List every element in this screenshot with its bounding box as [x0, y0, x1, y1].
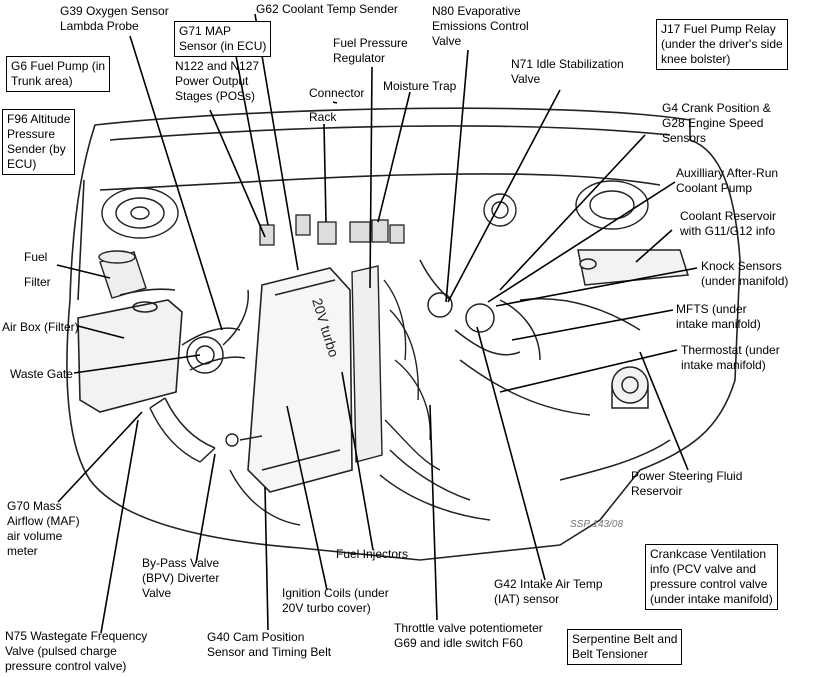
label-g71-map-sensor: G71 MAP Sensor (in ECU) — [174, 21, 272, 57]
lower-hoses-drawing — [379, 439, 671, 521]
label-g42-iat-sensor: G42 Intake Air Temp (IAT) sensor — [494, 577, 603, 606]
fuel-rail-drawing — [259, 214, 405, 246]
ps-reservoir-drawing — [611, 366, 649, 409]
label-moisture-trap: Moisture Trap — [383, 79, 457, 93]
label-fuel-pressure-regulator: Fuel Pressure Regulator — [333, 36, 408, 65]
label-f96-altitude-sender: F96 Altitude Pressure Sender (by ECU) — [2, 109, 76, 175]
label-bpv-diverter-valve: By-Pass Valve (BPV) Diverter Valve — [142, 556, 220, 600]
label-waste-gate: Waste Gate — [10, 367, 73, 381]
label-serpentine-belt: Serpentine Belt and Belt Tensioner — [567, 629, 683, 665]
ssp-mark: SSP 143/08 — [570, 519, 623, 530]
label-n71-idle-valve: N71 Idle Stabilization Valve — [511, 57, 624, 86]
timing-belt-drawing — [225, 433, 301, 526]
engine-bay-outline — [66, 107, 741, 561]
label-air-box: Air Box (Filter) — [2, 320, 79, 334]
label-n122-n127-pos: N122 and N127 Power Output Stages (POSs) — [175, 59, 260, 103]
label-ignition-coils: Ignition Coils (under 20V turbo cover) — [282, 586, 389, 615]
label-rack: Rack — [309, 110, 337, 124]
label-g6-fuel-pump: G6 Fuel Pump (in Trunk area) — [6, 56, 111, 92]
label-fuel-filter-line1: Fuel — [24, 250, 48, 264]
valve-cover-drawing: 20V turbo — [247, 267, 353, 493]
label-g4-g28-sensors: G4 Crank Position & G28 Engine Speed Sen… — [662, 101, 771, 145]
label-coolant-reservoir: Coolant Reservoir with G11/G12 info — [680, 209, 777, 238]
leader-lines — [56, 13, 698, 634]
label-knock-sensors: Knock Sensors (under manifold) — [701, 259, 789, 288]
label-fuel-filter-line2: Filter — [24, 275, 51, 289]
turbo-drawing — [186, 289, 249, 374]
label-g62-coolant-temp: G62 Coolant Temp Sender — [256, 2, 398, 16]
intake-duct-drawing — [149, 327, 246, 463]
label-n75-wastegate-valve: N75 Wastegate Frequency Valve (pulsed ch… — [5, 629, 148, 673]
label-g39-oxygen-sensor: G39 Oxygen Sensor Lambda Probe — [60, 4, 169, 33]
label-power-steering-reservoir: Power Steering Fluid Reservoir — [631, 469, 743, 498]
fuel-filter-drawing — [98, 250, 147, 299]
label-g40-cam-sensor: G40 Cam Position Sensor and Timing Belt — [207, 630, 332, 659]
label-crankcase-ventilation: Crankcase Ventilation info (PCV valve an… — [645, 544, 778, 610]
intake-manifold-drawing — [351, 265, 441, 471]
label-fuel-injectors: Fuel Injectors — [336, 547, 409, 561]
coolant-reservoir-drawing — [577, 249, 689, 286]
left-strut-tower — [101, 187, 179, 239]
label-g70-maf: G70 Mass Airflow (MAF) air volume meter — [7, 499, 80, 558]
label-mfts: MFTS (under intake manifold) — [676, 302, 761, 331]
label-thermostat: Thermostat (under intake manifold) — [681, 343, 780, 372]
label-throttle-potentiometer: Throttle valve potentiometer G69 and idl… — [394, 621, 543, 650]
label-j17-fuel-pump-relay: J17 Fuel Pump Relay (under the driver's … — [656, 19, 788, 70]
label-aux-coolant-pump: Auxilliary After-Run Coolant Pump — [676, 166, 779, 195]
label-connector: Connector — [309, 86, 365, 100]
label-n80-evap-valve: N80 Evaporative Emissions Control Valve — [432, 4, 529, 48]
air-box-drawing — [77, 288, 183, 413]
